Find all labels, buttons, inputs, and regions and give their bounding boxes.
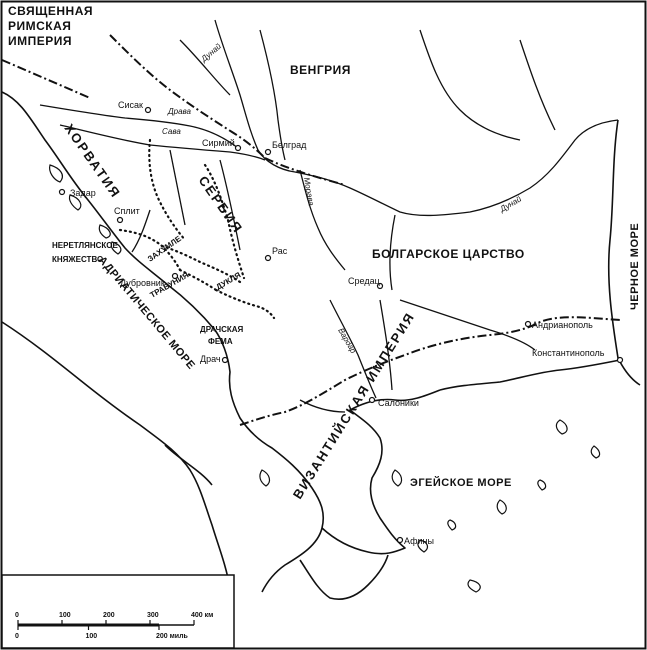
marker-sredets	[376, 282, 384, 290]
city-markers	[58, 106, 624, 544]
label-dubrovnik: Дубровник	[120, 278, 165, 288]
scale-box	[1, 574, 235, 649]
label-hre-1: СВЯЩЕННАЯ	[8, 4, 93, 18]
river-aliakmon	[299, 399, 346, 413]
river-east-1	[419, 29, 521, 141]
hungary-boundary	[264, 157, 346, 186]
scale-mi-label: 0	[15, 633, 19, 640]
label-zadar: Задар	[70, 188, 96, 198]
label-sava: Сава	[162, 127, 181, 136]
river-north-1	[179, 39, 231, 96]
principality-boundaries	[118, 138, 276, 320]
marker-drach	[221, 356, 229, 364]
scale-km-label: 200	[103, 612, 115, 619]
rivers	[39, 19, 619, 413]
label-drava: Драва	[167, 107, 192, 116]
label-athens: Афины	[404, 536, 434, 546]
label-split: Сплит	[114, 206, 140, 216]
scale-km-label: 0	[15, 612, 19, 619]
marker-belgrade	[264, 148, 272, 156]
marker-zadar	[58, 188, 66, 196]
river-iskar	[389, 214, 396, 291]
label-bulgaria: БОЛГАРСКОЕ ЦАРСТВО	[372, 247, 525, 261]
drava-river	[39, 104, 239, 149]
marker-athens	[396, 536, 404, 544]
label-black-sea: ЧЕРНОЕ МОРЕ	[629, 223, 641, 310]
western-boundary	[1, 59, 91, 99]
hre-boundary	[109, 34, 266, 159]
label-neretva-1: НЕРЕТЛЯНСКОЕ	[52, 241, 118, 250]
label-morava: Морава	[302, 177, 316, 207]
label-drach: Драч	[200, 354, 221, 364]
river-neretva	[131, 209, 151, 253]
empire-boundaries	[1, 34, 621, 426]
marker-ras	[264, 254, 272, 262]
label-constantinople: Константинополь	[532, 348, 605, 358]
tisza-river	[259, 29, 286, 161]
label-sredets: Средац	[348, 276, 380, 286]
morava-river	[299, 169, 346, 271]
scale-km-label: 400 км	[191, 612, 213, 619]
scale-mi-label: 200 миль	[156, 633, 189, 640]
label-aegean-sea: ЭГЕЙСКОЕ МОРЕ	[410, 476, 512, 489]
marker-sisak	[144, 106, 152, 114]
label-sisak: Сисак	[118, 100, 143, 110]
islands	[49, 164, 601, 593]
vardar-river	[329, 299, 377, 399]
aegean-north-coast	[439, 359, 621, 391]
label-dyrrachium-2: ФЕМА	[208, 337, 233, 346]
marker-dubrovnik	[171, 272, 179, 280]
scale-mi-label: 100	[86, 633, 98, 640]
byzantine-boundary	[239, 316, 621, 426]
label-hungary: ВЕНГРИЯ	[290, 63, 351, 77]
river-east-2	[519, 39, 556, 131]
label-ras: Рас	[272, 246, 288, 256]
label-danube-north: Дунай	[199, 41, 224, 64]
label-adrianople: Андрианополь	[532, 320, 593, 330]
sava-river	[59, 124, 266, 161]
label-zahumlje: ЗАХУМЛЕ	[146, 234, 183, 264]
label-belgrade: Белград	[272, 140, 307, 150]
marker-thessaloniki	[368, 396, 376, 404]
river-drina	[219, 159, 241, 251]
label-thessaloniki: Салоники	[378, 398, 419, 408]
greece-east-coast	[321, 389, 441, 555]
label-vardar: Вардар	[336, 327, 358, 356]
label-hre-2: РИМСКАЯ	[8, 19, 71, 33]
scale-km-label: 300	[147, 612, 159, 619]
marker-sirmium	[234, 144, 242, 152]
river-maritsa	[399, 299, 536, 351]
marker-adrianople	[524, 320, 532, 328]
italy-heel	[164, 444, 213, 486]
label-danube-east: Дунай	[498, 194, 524, 214]
peloponnese	[299, 554, 389, 600]
label-sirmium: Сирмий	[202, 138, 235, 148]
scale-bar: 0 100 200 300 400 км 0 100 200 миль	[1, 574, 235, 649]
adriatic-east-coast	[1, 91, 325, 593]
danube-river	[214, 19, 619, 217]
label-hre-3: ИМПЕРИЯ	[8, 34, 72, 48]
marker-split	[116, 216, 124, 224]
river-bosna	[169, 149, 186, 226]
river-struma	[379, 299, 393, 391]
black-sea-coast	[607, 119, 641, 386]
marker-constantinople	[616, 356, 624, 364]
label-dyrrachium-1: ДРАЧСКАЯ	[200, 325, 244, 334]
scale-mi-ticks: 0 100 200 миль	[15, 625, 189, 640]
label-neretva-2: КНЯЖЕСТВО	[52, 255, 103, 264]
label-serbia: СЕРБИЯ	[196, 173, 247, 236]
scale-km-ticks: 0 100 200 300 400 км	[15, 612, 213, 625]
scale-km-label: 100	[59, 612, 71, 619]
